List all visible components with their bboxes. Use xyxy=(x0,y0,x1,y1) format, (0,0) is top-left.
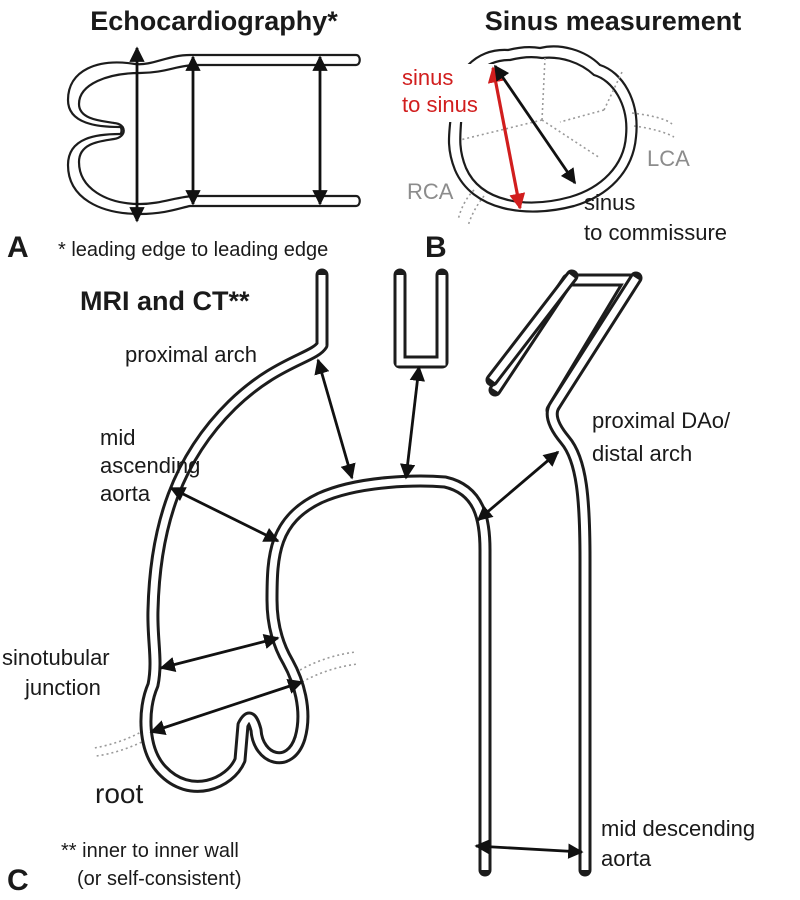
sinus-to-sinus-label-1: sinus xyxy=(402,65,453,90)
echo-tube-end xyxy=(355,53,361,208)
label-backdrop xyxy=(398,64,496,122)
sinus-to-commissure-label-2: to commissure xyxy=(584,220,727,245)
mri-footnote-1: ** inner to inner wall xyxy=(61,840,239,862)
mid-ascending-aorta-arrow xyxy=(169,486,280,543)
mid-descending-label-2: aorta xyxy=(601,846,652,871)
panel-a: Echocardiography* A * leading edge to le… xyxy=(7,6,361,264)
root-label: root xyxy=(95,778,143,809)
sinus-title: Sinus measurement xyxy=(485,6,742,36)
lca-label: LCA xyxy=(647,146,690,171)
mid-descending-label-1: mid descending xyxy=(601,816,755,841)
echo-footnote: * leading edge to leading edge xyxy=(58,239,328,261)
brachiocephalic-and-arch-roof xyxy=(393,268,449,369)
left-coronary-vessel xyxy=(299,651,359,683)
proximal-dao-label-1: proximal DAo/ xyxy=(592,408,731,433)
sinus-to-sinus-label-2: to sinus xyxy=(402,92,478,117)
mid-ascending-label-1: mid xyxy=(100,425,135,450)
mid-ascending-label-2: ascending xyxy=(100,453,200,478)
proximal-arch-arrow xyxy=(314,358,356,480)
panel-b: Sinus measurement sinus to sinus LCA RCA… xyxy=(398,6,741,264)
root-arrow xyxy=(149,679,304,735)
panel-c: MRI and CT** proximal arch mid ascending… xyxy=(2,268,755,897)
proximal-arch-label: proximal arch xyxy=(125,342,257,367)
panel-c-letter: C xyxy=(7,864,29,897)
rca-label: RCA xyxy=(407,179,454,204)
sinotubular-junction-arrow xyxy=(159,633,280,673)
mri-ct-title: MRI and CT** xyxy=(80,286,250,316)
proximal-dao-label-2: distal arch xyxy=(592,441,692,466)
sinotubular-label-2: junction xyxy=(24,675,101,700)
panel-a-letter: A xyxy=(7,231,29,264)
arch-branch-arrow xyxy=(399,365,426,480)
mid-descending-aorta-arrow xyxy=(474,839,584,859)
sinus-to-commissure-label-1: sinus xyxy=(584,190,635,215)
lca-vessel xyxy=(631,112,675,138)
sinus-to-sinus-arrow xyxy=(487,66,526,210)
panel-b-letter: B xyxy=(425,231,447,264)
echo-title: Echocardiography* xyxy=(90,6,338,36)
sinotubular-label-1: sinotubular xyxy=(2,645,110,670)
sinus-to-commissure-arrow xyxy=(493,64,577,185)
proximal-dao-arrow xyxy=(476,450,560,522)
mid-ascending-label-3: aorta xyxy=(100,481,151,506)
descending-aorta-outer-wall xyxy=(545,271,643,877)
echo-root-outline xyxy=(66,53,356,216)
mri-footnote-2: (or self-consistent) xyxy=(77,868,242,890)
right-coronary-vessel xyxy=(93,727,149,757)
rca-vessel xyxy=(457,189,485,227)
